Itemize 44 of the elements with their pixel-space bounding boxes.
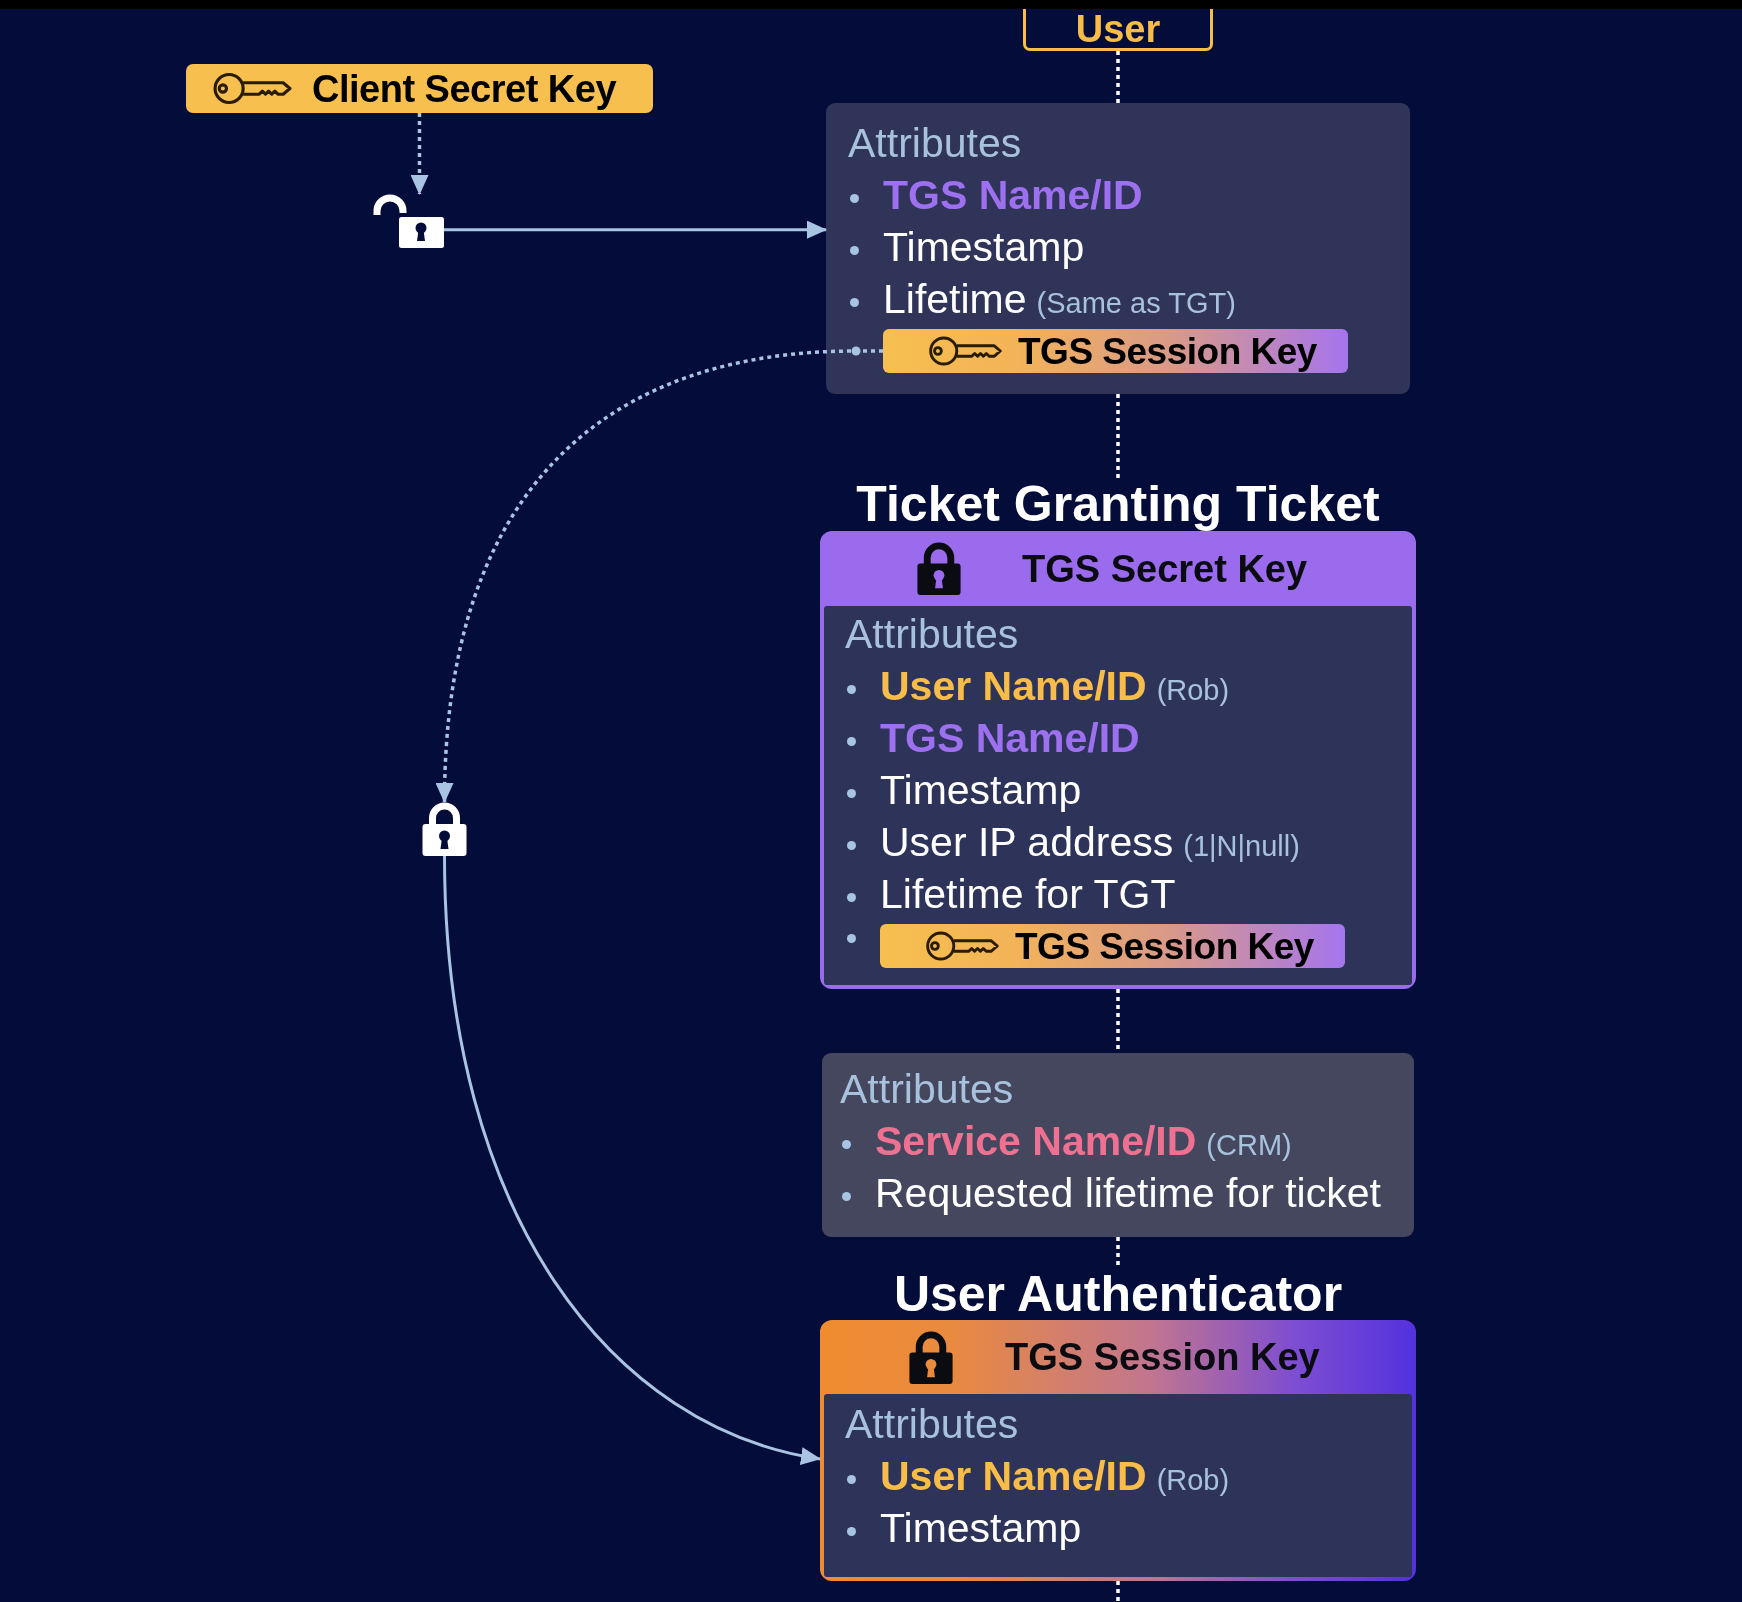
actor-label: User	[1075, 9, 1161, 48]
attribute-note: (CRM)	[1206, 1128, 1292, 1163]
attribute-text: User IP address	[880, 818, 1174, 867]
attribute-text: User Name/ID	[880, 662, 1147, 711]
dotted-connector-line	[1116, 394, 1120, 478]
attribute-text: TGS Name/ID	[880, 714, 1140, 763]
card-title: Ticket Granting Ticket	[855, 478, 1381, 531]
key-label: TGS Session Key	[1015, 927, 1314, 965]
attribute-text: TGS Name/ID	[883, 171, 1143, 220]
dotted-arrow	[410, 113, 429, 195]
dotted-connector-line	[1116, 1581, 1120, 1602]
attribute-text: Lifetime for TGT	[880, 870, 1176, 919]
attribute-text: Timestamp	[880, 766, 1082, 815]
dotted-arrow	[436, 346, 883, 803]
attribute-note: (Rob)	[1156, 673, 1230, 708]
card-heading: TGS Secret Key	[1022, 549, 1308, 588]
attribute-text: Service Name/ID	[875, 1117, 1197, 1166]
section-heading: Attributes	[848, 119, 1022, 168]
attribute-note: (Same as TGT)	[1036, 286, 1236, 321]
key-badge	[186, 64, 653, 113]
dotted-connector-line	[1116, 51, 1120, 103]
attribute-text: User Name/ID	[880, 1452, 1147, 1501]
attributes-panel	[826, 103, 1410, 394]
open-padlock-icon	[372, 194, 444, 248]
section-heading: Attributes	[840, 1065, 1014, 1114]
session-key-badge	[883, 329, 1348, 373]
attribute-text: Timestamp	[880, 1504, 1082, 1553]
card-title: User Authenticator	[892, 1268, 1344, 1320]
key-label: TGS Session Key	[1018, 332, 1317, 370]
card-heading: TGS Session Key	[1005, 1338, 1320, 1376]
attributes-panel	[822, 1053, 1414, 1237]
section-heading: Attributes	[845, 610, 1019, 659]
arrow	[443, 855, 821, 1464]
arrow	[444, 220, 827, 239]
section-heading: Attributes	[845, 1400, 1019, 1449]
key-label: Client Secret Key	[312, 69, 617, 108]
session-key-badge	[880, 924, 1345, 968]
attribute-note: (1|N|null)	[1183, 829, 1300, 864]
attribute-text: Lifetime	[883, 275, 1027, 324]
dotted-connector-line	[1116, 1237, 1120, 1268]
padlock-icon	[420, 802, 469, 856]
attribute-text: Timestamp	[883, 223, 1085, 272]
attribute-note: (Rob)	[1156, 1463, 1230, 1498]
attribute-text: Requested lifetime for ticket	[875, 1169, 1381, 1218]
